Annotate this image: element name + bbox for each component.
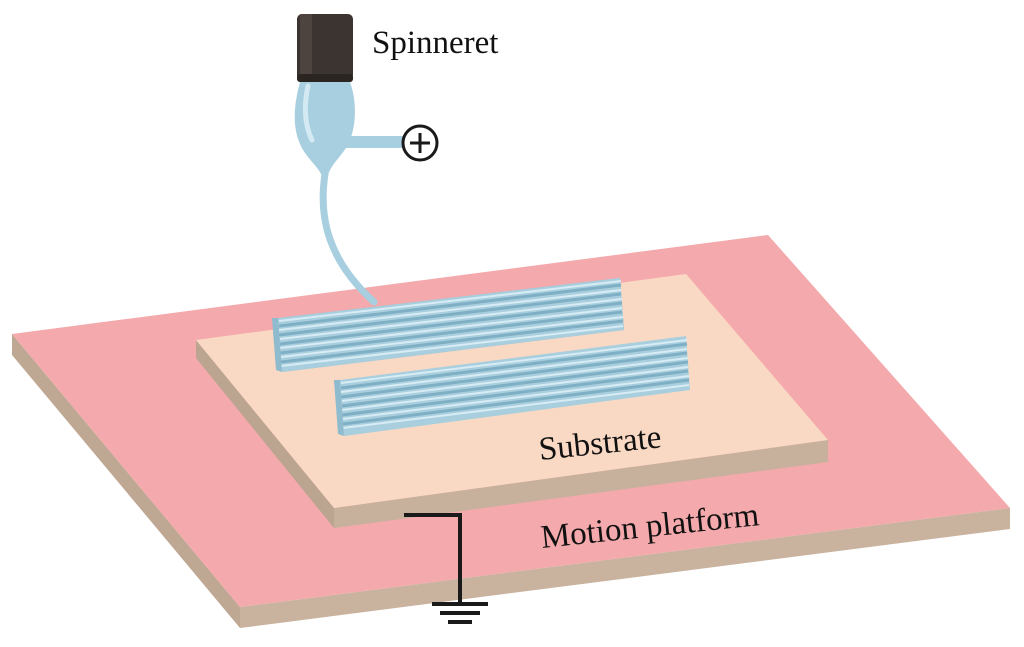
electrode-arm [344, 136, 404, 148]
motion-platform-side-left [12, 334, 240, 628]
fiber-array-2-face [340, 336, 690, 436]
motion-platform-side-front [240, 508, 1010, 628]
spinneret-label: Spinneret [372, 25, 498, 61]
ground-icon [404, 513, 488, 624]
fiber-array-2 [334, 336, 690, 436]
substrate-side-front [334, 440, 828, 528]
fiber-jet [319, 170, 378, 306]
substrate-side-left [196, 340, 334, 528]
fiber-array-1 [272, 278, 624, 372]
positive-terminal-icon [401, 124, 439, 162]
spinneret-nozzle [294, 82, 355, 176]
spinneret [294, 14, 404, 306]
